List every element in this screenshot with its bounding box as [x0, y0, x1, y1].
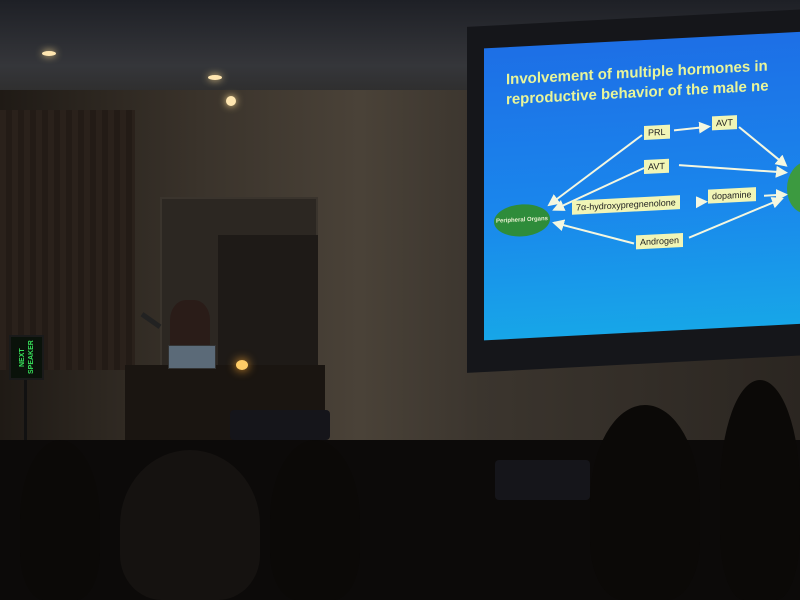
- laptop: [168, 345, 216, 369]
- table: [230, 410, 330, 440]
- audience-member: [590, 405, 700, 600]
- curtain: [0, 110, 135, 370]
- podium-lamp: [236, 360, 248, 370]
- diagram-arrows: [547, 121, 788, 245]
- sign-stand: [24, 380, 27, 440]
- ceiling-light: [208, 75, 222, 80]
- node-avt-top: AVT: [712, 115, 737, 131]
- chair: [495, 460, 590, 500]
- audience-member: [20, 440, 100, 600]
- audience-member: [270, 440, 360, 600]
- ceiling-light: [42, 51, 56, 56]
- speaker-person: [170, 300, 210, 350]
- node-prl: PRL: [644, 124, 670, 140]
- node-avt-mid: AVT: [644, 158, 669, 174]
- node-dopamine: dopamine: [708, 187, 756, 204]
- wall-sconce: [226, 96, 236, 106]
- audience-member: [120, 450, 260, 600]
- door: [218, 235, 318, 370]
- next-speaker-sign: NEXT SPEAKER: [9, 335, 44, 380]
- node-androgen: Androgen: [636, 232, 684, 250]
- next-speaker-text: NEXT SPEAKER: [18, 340, 35, 375]
- presentation-slide: Involvement of multiple hormones in repr…: [484, 31, 800, 341]
- audience-member: [720, 380, 800, 600]
